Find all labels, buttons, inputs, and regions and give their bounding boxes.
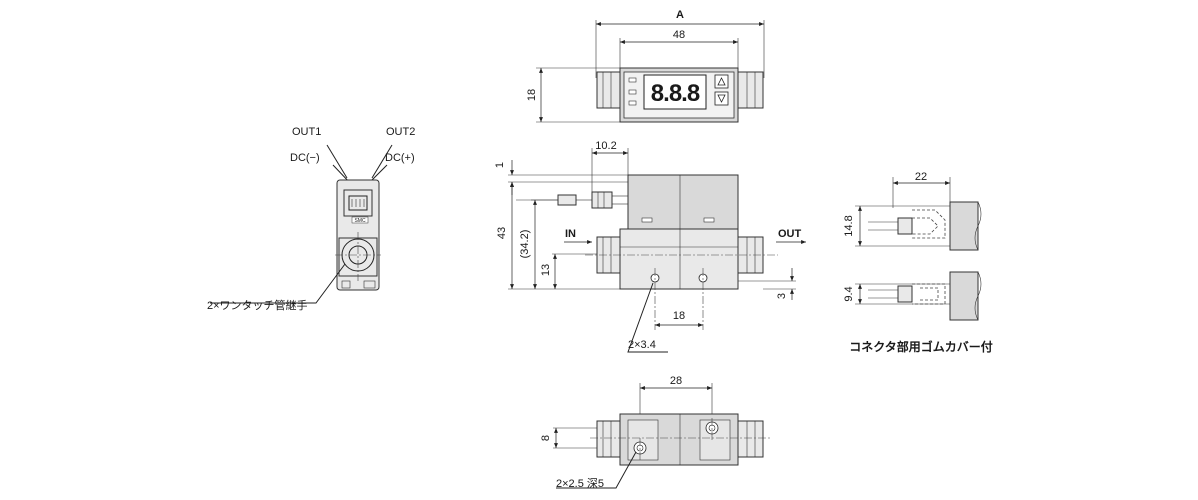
slot-left [641, 217, 653, 223]
slot-right [703, 217, 715, 223]
lcd-digits: 8.8.8 [651, 80, 700, 107]
smc-badge [351, 216, 369, 224]
label-dc-plus: DC(+) [385, 152, 415, 164]
fitting-leader [210, 263, 346, 304]
dim-a-label: A [676, 9, 684, 21]
dim-48-label: 48 [673, 29, 685, 41]
indicator-out1 [628, 77, 637, 83]
hole-note-label: 2×3.4 [628, 339, 656, 351]
bottom-fitting-right [737, 420, 764, 458]
dim-1-label: 1 [494, 162, 506, 168]
bottom-fitting-left [596, 420, 621, 458]
lcd-display [643, 74, 707, 110]
label-out: OUT [778, 228, 802, 240]
bottom-hole-note-label: 2×2.5 深5 [556, 477, 604, 490]
bottom-hole-left [633, 438, 647, 460]
dim-3-label: 3 [776, 293, 788, 299]
dim-22-label: 22 [915, 171, 927, 183]
top-fitting-right [737, 71, 764, 109]
indicator-out2 [628, 89, 637, 95]
up-button-icon [714, 74, 729, 89]
dim-43-label: 43 [496, 227, 508, 239]
cover-caption: コネクタ部用ゴムカバー付 [849, 339, 993, 354]
dim-13-label: 13 [540, 264, 552, 276]
connector-leads [326, 144, 393, 186]
front-lower-body [619, 228, 739, 290]
mark-box-right [363, 280, 376, 289]
cover-lower-detail [868, 271, 982, 321]
mark-box-left [341, 280, 351, 289]
hole-leader [627, 282, 668, 353]
bottom-hole-right [705, 418, 719, 440]
bottom-hole-leader [556, 451, 637, 489]
side-view: SMC OUT1 OUT2 DC(−) DC(+) 2×ワンタッチ管継手 [207, 126, 415, 312]
fitting-port [335, 232, 381, 281]
label-out1: OUT1 [292, 126, 321, 138]
top-fitting-left [596, 71, 621, 109]
dim-10-2-label: 10.2 [595, 140, 616, 152]
top-view: A 48 18 8.8.8 [526, 9, 765, 123]
smc-badge-text: SMC [354, 218, 366, 224]
cover-upper-detail [868, 201, 982, 251]
mount-hole-right [698, 268, 708, 330]
cover-detail: 22 14.8 9.4 コネクタ部用ゴム [843, 171, 993, 354]
mount-hole-left [650, 268, 660, 330]
dim-34-2-label: (34.2) [519, 230, 531, 259]
bottom-view: 28 8 [540, 375, 770, 490]
down-button-icon [714, 91, 729, 106]
label-in: IN [565, 228, 576, 240]
dim-9-4-label: 9.4 [843, 286, 855, 301]
label-out2: OUT2 [386, 126, 415, 138]
dim-28-label: 28 [670, 375, 682, 387]
dim-18-bottom-label: 18 [673, 310, 685, 322]
label-dc-minus: DC(−) [290, 152, 320, 164]
dim-8-label: 8 [540, 435, 552, 441]
label-fitting-note: 2×ワンタッチ管継手 [207, 298, 308, 312]
connector-socket [343, 189, 373, 217]
front-view: 1 43 (34.2) 13 10.2 [494, 140, 806, 353]
indicator-unit [628, 100, 637, 106]
cable-connector [516, 191, 628, 209]
dim-14-8-label: 14.8 [843, 215, 855, 236]
dim-18-top-label: 18 [526, 89, 538, 101]
